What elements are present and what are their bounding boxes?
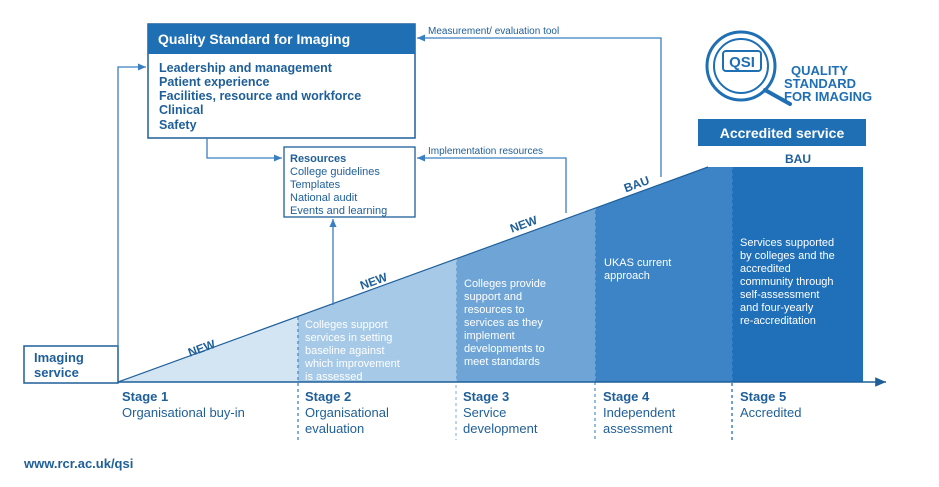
stage-3-desc: Service bbox=[463, 405, 506, 420]
resources-box bbox=[283, 146, 416, 218]
resources-title: Resources bbox=[290, 153, 346, 165]
stage-4-desc: assessment bbox=[603, 421, 673, 436]
qs-item: Facilities, resource and workforce bbox=[159, 89, 361, 103]
qsi-logo-ring-inner bbox=[713, 38, 769, 94]
qs-item: Clinical bbox=[159, 103, 203, 117]
stage-3-label: Stage 3 bbox=[463, 389, 509, 404]
left-feedback-arrow bbox=[117, 63, 146, 347]
accredited-service-box bbox=[698, 119, 866, 146]
stage-4-label: Stage 4 bbox=[603, 389, 650, 404]
qs-box-title: Quality Standard for Imaging bbox=[158, 31, 350, 47]
imaging-service-box bbox=[23, 345, 119, 384]
qsi-logo-line2: STANDARD bbox=[784, 76, 856, 91]
measurement-arrow bbox=[417, 34, 662, 177]
slope-line bbox=[117, 166, 709, 383]
stage3-area bbox=[456, 208, 595, 382]
qsi-logo-ring-outer bbox=[705, 30, 777, 102]
imaging-service-label-2: service bbox=[34, 365, 79, 380]
stage-5-desc: Accredited bbox=[740, 405, 801, 420]
stage2-text: Colleges support services in setting bas… bbox=[304, 319, 403, 383]
stage2-area bbox=[298, 259, 456, 382]
implementation-label: Implementation resources bbox=[428, 146, 543, 157]
qsi-logo: QSI QUALITY STANDARD FOR IMAGING bbox=[705, 30, 872, 106]
qsi-logo-tail bbox=[763, 88, 792, 106]
qs-item: Patient experience bbox=[159, 75, 270, 89]
footer-url[interactable]: www.rcr.ac.uk/qsi bbox=[23, 456, 133, 471]
stage-5-label: Stage 5 bbox=[740, 389, 786, 404]
resources-item: National audit bbox=[290, 192, 357, 204]
stage3-text: Colleges provide support and resources t… bbox=[464, 278, 549, 368]
qs-box-title-bar bbox=[148, 24, 415, 54]
implementation-arrow bbox=[417, 154, 567, 213]
imaging-service-label-1: Imaging bbox=[34, 350, 84, 365]
qsi-logo-line3: FOR IMAGING bbox=[784, 89, 872, 104]
qsi-logo-mark: QSI bbox=[729, 54, 755, 71]
stage5-text: Services supported by colleges and the a… bbox=[740, 237, 838, 327]
stage-4-desc: Independent bbox=[603, 405, 676, 420]
qs-item: Safety bbox=[159, 118, 197, 132]
stage-1-label: Stage 1 bbox=[122, 389, 168, 404]
qs-item: Leadership and management bbox=[159, 61, 333, 75]
resources-item: Events and learning bbox=[290, 205, 387, 217]
accredited-bau-label: BAU bbox=[785, 152, 811, 166]
qsi-logo-badge bbox=[722, 50, 762, 72]
stage-2-label: Stage 2 bbox=[305, 389, 351, 404]
resources-item: Templates bbox=[290, 179, 341, 191]
stage-3-desc: development bbox=[463, 421, 538, 436]
stage-2-desc: evaluation bbox=[305, 421, 364, 436]
measurement-label: Measurement/ evaluation tool bbox=[428, 26, 559, 37]
accredited-service-title: Accredited service bbox=[720, 125, 845, 141]
qs-to-resources-arrow bbox=[206, 138, 282, 162]
stage-2-desc: Organisational bbox=[305, 405, 389, 420]
qsi-logo-line1: QUALITY bbox=[791, 63, 848, 78]
stage4-text: UKAS current approach bbox=[604, 257, 674, 282]
stage-1-desc: Organisational buy-in bbox=[122, 405, 245, 420]
stage5-area bbox=[732, 167, 863, 382]
resources-item: College guidelines bbox=[290, 166, 380, 178]
stage4-area bbox=[595, 167, 732, 382]
